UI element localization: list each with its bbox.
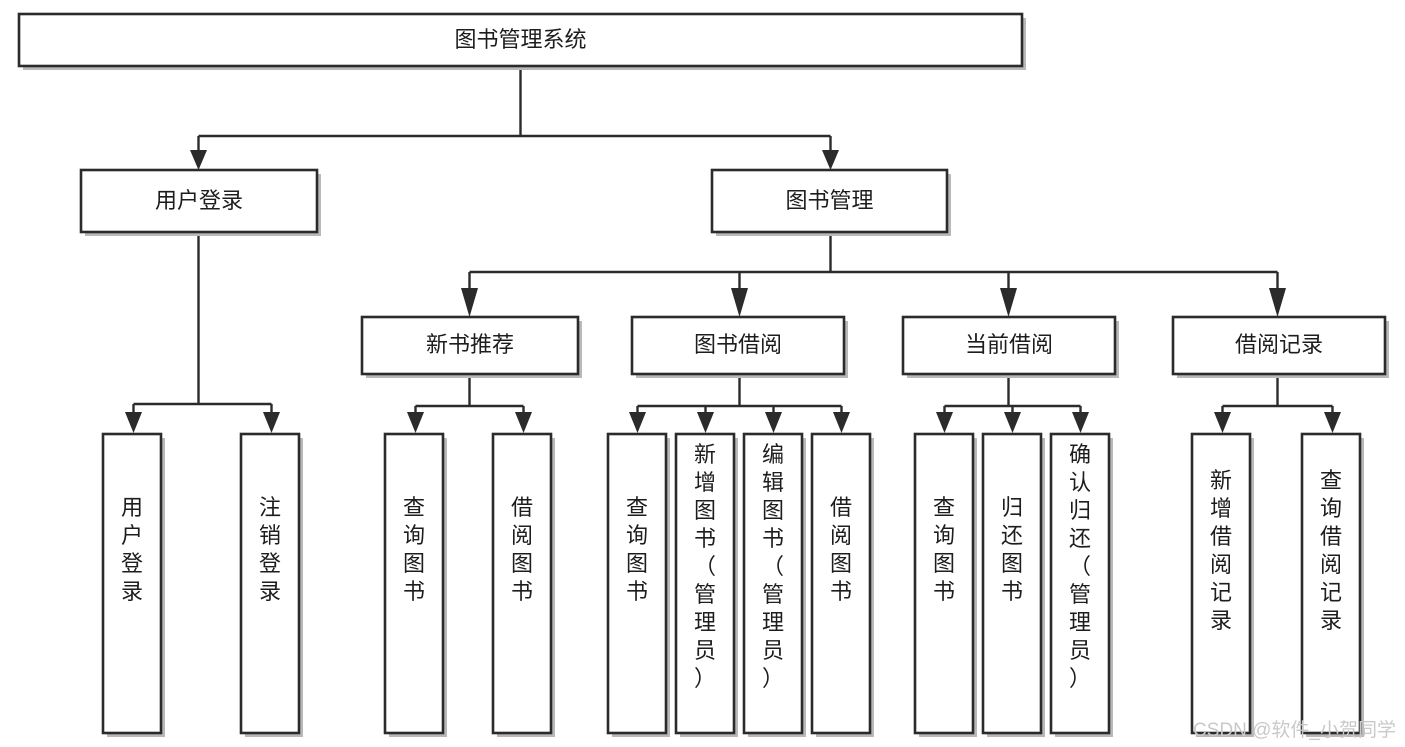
node-leaf-logout-login-label: 注销登录: [259, 495, 281, 604]
node-leaf-user-login[interactable]: 用户登录: [101, 432, 165, 737]
arrowhead-leaf-return-book: [1004, 412, 1021, 433]
node-book-borrow-box: [630, 315, 846, 376]
node-current-borrow-label: 当前借阅: [965, 332, 1053, 357]
node-leaf-query-record-box: [1300, 432, 1362, 735]
arrowhead-leaf-borrow-book-1: [515, 412, 532, 433]
node-borrow-record[interactable]: 借阅记录: [1171, 315, 1389, 378]
node-leaf-query-book-1-label: 查询图书: [403, 495, 425, 604]
node-leaf-return-book[interactable]: 归还图书: [981, 432, 1045, 737]
node-leaf-query-book-3-box: [913, 432, 975, 735]
node-new-book-recommend[interactable]: 新书推荐: [360, 315, 582, 378]
arrowhead-leaf-add-record: [1214, 412, 1231, 433]
watermark-label: CSDN @软件_小贺同学: [1193, 719, 1396, 741]
node-root-box: [17, 12, 1024, 68]
node-leaf-query-book-3[interactable]: 查询图书: [913, 432, 977, 737]
node-leaf-query-record[interactable]: 查询借阅记录: [1300, 432, 1364, 737]
node-leaf-query-book-3-label: 查询图书: [933, 495, 955, 604]
node-leaf-return-book-label: 归还图书: [1001, 495, 1023, 604]
node-leaf-query-record-label: 查询借阅记录: [1320, 468, 1342, 633]
arrowhead-borrow-record: [1269, 288, 1286, 317]
arrowhead-current-borrow: [1000, 288, 1017, 317]
arrowhead-leaf-query-book-1: [407, 412, 424, 433]
arrowhead-leaf-query-record: [1324, 412, 1341, 433]
node-root[interactable]: 图书管理系统: [17, 12, 1026, 70]
node-leaf-borrow-book-1-label: 借阅图书: [511, 495, 533, 604]
arrowhead-leaf-confirm-return: [1072, 412, 1089, 433]
node-leaf-add-record[interactable]: 新增借阅记录: [1190, 432, 1254, 737]
node-borrow-record-label: 借阅记录: [1235, 332, 1323, 357]
arrowhead-leaf-query-book-3: [936, 412, 953, 433]
arrowhead-new-book-recommend: [461, 288, 478, 317]
arrowhead-book-management: [822, 150, 839, 170]
node-leaf-borrow-book-1-box: [491, 432, 553, 735]
node-leaf-borrow-book-1[interactable]: 借阅图书: [491, 432, 555, 737]
node-leaf-edit-book[interactable]: 编辑图书（管理员）: [742, 432, 806, 737]
arrowhead-book-borrow: [731, 288, 748, 317]
node-leaf-query-book-2[interactable]: 查询图书: [606, 432, 670, 737]
arrowhead-leaf-add-book: [697, 412, 714, 433]
node-book-borrow-label: 图书借阅: [694, 332, 782, 357]
node-leaf-confirm-return[interactable]: 确认归还（管理员）: [1049, 432, 1113, 737]
arrowhead-leaf-user-login: [125, 412, 142, 433]
arrowhead-leaf-edit-book: [765, 412, 782, 433]
node-leaf-logout-login-box: [239, 432, 301, 735]
node-leaf-add-book-box: [674, 432, 736, 735]
node-current-borrow-box: [901, 315, 1117, 376]
node-leaf-edit-book-box: [742, 432, 804, 735]
node-user-login[interactable]: 用户登录: [79, 168, 321, 236]
node-root-label: 图书管理系统: [454, 27, 586, 52]
arrowhead-leaf-logout-login: [263, 412, 280, 433]
node-book-borrow[interactable]: 图书借阅: [630, 315, 848, 378]
node-leaf-borrow-book-2-label: 借阅图书: [830, 495, 852, 604]
node-user-login-box: [79, 168, 319, 234]
node-leaf-logout-login[interactable]: 注销登录: [239, 432, 303, 737]
node-leaf-query-book-1-box: [383, 432, 445, 735]
node-leaf-borrow-book-2[interactable]: 借阅图书: [810, 432, 874, 737]
node-new-book-recommend-box: [360, 315, 580, 376]
arrowhead-leaf-query-book-2: [629, 412, 646, 433]
node-leaf-edit-book-label: 编辑图书（管理员）: [762, 442, 784, 691]
node-leaf-add-book-label: 新增图书（管理员）: [694, 442, 716, 691]
node-leaf-confirm-return-label: 确认归还（管理员）: [1069, 442, 1091, 691]
node-leaf-user-login-box: [101, 432, 163, 735]
node-leaf-query-book-2-box: [606, 432, 668, 735]
arrowhead-user-login: [190, 150, 207, 170]
node-leaf-query-book-2-label: 查询图书: [626, 495, 648, 604]
node-leaf-return-book-box: [981, 432, 1043, 735]
node-leaf-add-record-label: 新增借阅记录: [1210, 468, 1232, 633]
node-leaf-add-book[interactable]: 新增图书（管理员）: [674, 432, 738, 737]
node-leaf-confirm-return-box: [1049, 432, 1111, 735]
node-leaf-borrow-book-2-box: [810, 432, 872, 735]
node-borrow-record-box: [1171, 315, 1387, 376]
node-book-management[interactable]: 图书管理: [710, 168, 951, 236]
node-leaf-user-login-label: 用户登录: [121, 495, 143, 604]
node-leaf-add-record-box: [1190, 432, 1252, 735]
node-leaf-query-book-1[interactable]: 查询图书: [383, 432, 447, 737]
node-new-book-recommend-label: 新书推荐: [426, 332, 514, 357]
node-current-borrow[interactable]: 当前借阅: [901, 315, 1119, 378]
arrowhead-leaf-borrow-book-2: [833, 412, 850, 433]
node-user-login-label: 用户登录: [155, 188, 243, 213]
node-book-management-box: [710, 168, 949, 234]
connector-layer: [125, 67, 1341, 433]
node-book-management-label: 图书管理: [785, 188, 873, 213]
